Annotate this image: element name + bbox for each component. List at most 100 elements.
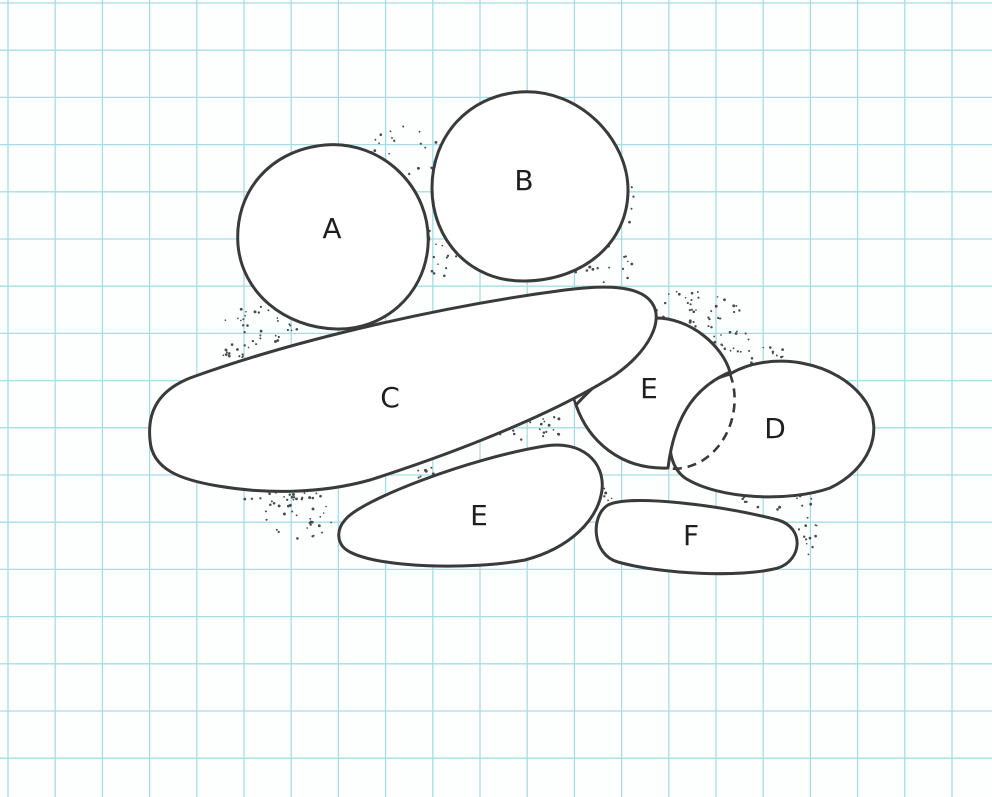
stipple-dot [248, 347, 250, 349]
stipple-dot [378, 142, 380, 144]
stipple-dot [689, 321, 692, 324]
stipple-dot [402, 125, 404, 127]
stipple-dot [266, 519, 268, 521]
stipple-dot [627, 261, 629, 263]
stipple-dot [553, 429, 555, 431]
stipple-dot [608, 267, 610, 269]
stipple-dot [735, 305, 737, 307]
stipple-dot [781, 348, 784, 351]
stipple-dot [730, 350, 732, 352]
stipple-dot [548, 424, 551, 427]
shape-a-label: A [322, 212, 341, 245]
stipple-dot [776, 355, 778, 357]
stipple-dot [776, 508, 779, 511]
stipple-dot [778, 506, 781, 509]
stipple-dot [814, 535, 817, 538]
stipple-dot [520, 438, 522, 440]
stipple-dot [245, 311, 247, 313]
stipple-dot [419, 475, 421, 477]
stipple-dot [319, 516, 321, 518]
stipple-dot [735, 332, 738, 335]
shape-b-label: B [514, 164, 533, 197]
stipple-dot [295, 328, 298, 331]
stipple-dot [539, 428, 541, 430]
stipple-dot [815, 524, 817, 526]
stipple-dot [710, 326, 712, 328]
stipple-dot [306, 527, 308, 529]
stipple-dot [806, 543, 808, 545]
stipple-dot [664, 302, 666, 304]
stipple-dot [246, 324, 249, 327]
stipple-dot [243, 498, 246, 501]
stipple-dot [309, 521, 312, 524]
stipple-dot [542, 418, 544, 420]
stipple-dot [408, 173, 410, 175]
stipple-dot [713, 335, 715, 337]
shape-c-label: C [380, 381, 400, 414]
shape-f-label: F [683, 519, 699, 552]
stipple-dot [379, 133, 382, 136]
stipple-dot [604, 492, 607, 495]
stipple-dot [243, 331, 245, 333]
stipple-dot [626, 277, 629, 280]
stipple-dot [435, 141, 438, 144]
stipple-dot [737, 350, 739, 352]
stipple-dot [751, 357, 754, 360]
shape-e-lower-label: E [470, 499, 488, 532]
stipple-dot [241, 353, 243, 355]
stipple-dot [283, 513, 286, 516]
stipple-dot [291, 330, 293, 332]
stipple-dot [391, 137, 393, 139]
stipple-dot [596, 267, 598, 269]
stipple-dot [315, 492, 317, 494]
stipple-dot [729, 331, 732, 334]
stipple-dot [717, 296, 719, 298]
stipple-dot [690, 303, 692, 305]
stipple-dot [710, 310, 712, 312]
stipple-dot [733, 311, 735, 313]
stipple-dot [318, 524, 321, 527]
stipple-dot [286, 499, 288, 501]
stipple-dot [293, 499, 295, 501]
stipple-dot [293, 496, 295, 498]
stipple-dot [697, 297, 699, 299]
stipple-dot [668, 293, 670, 295]
stipple-dot [744, 501, 746, 503]
stipple-dot [289, 504, 292, 507]
stipple-dot [260, 306, 262, 308]
stipple-dot [231, 343, 234, 346]
stipple-dot [557, 433, 560, 436]
stipple-dot [685, 297, 687, 299]
stipple-dot [807, 553, 809, 555]
stipple-dot [244, 344, 246, 346]
stipple-dot [237, 318, 239, 320]
stipple-dot [259, 334, 261, 336]
shape-d-label: D [764, 412, 786, 445]
stipple-dot [631, 208, 633, 210]
stipple-dot [736, 331, 738, 333]
stipple-dot [240, 308, 243, 311]
stipple-dot [420, 143, 422, 145]
stipple-dot [275, 335, 277, 337]
stipple-dot [390, 130, 392, 132]
shape-e-upper-label: E [640, 372, 658, 405]
stipple-dot [259, 337, 261, 339]
stipple-dot [259, 497, 261, 499]
stipple-dot [603, 281, 605, 283]
stipple-dot [631, 263, 633, 265]
stipple-dot [689, 309, 691, 311]
stipple-dot [278, 504, 281, 507]
stipple-dot [738, 309, 740, 311]
stipple-dot [271, 500, 273, 502]
stipple-dot [431, 270, 434, 273]
stipple-dot [748, 339, 750, 341]
stipple-dot [267, 309, 269, 311]
stipple-dot [252, 340, 254, 342]
stipple-dot [719, 318, 721, 320]
stipple-dot [611, 498, 613, 500]
stipple-dot [811, 546, 813, 548]
stipple-dot [277, 317, 279, 319]
stipple-dot [287, 329, 289, 331]
stipple-dot [540, 423, 543, 426]
